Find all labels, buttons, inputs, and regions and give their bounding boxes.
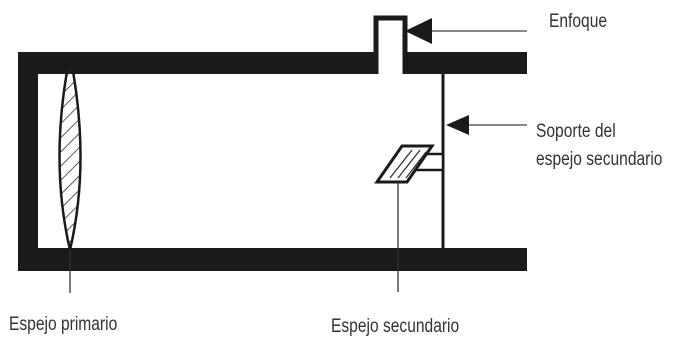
- focuser-arrowhead: [405, 18, 432, 44]
- tube-bottom-wall: [18, 248, 527, 271]
- secondary-mirror-hatch-3: [405, 151, 427, 179]
- focuser-tube: [373, 15, 408, 74]
- label-espejo-secundario: Espejo secundario: [331, 316, 460, 337]
- primary-mirror-hatch: [59, 55, 81, 250]
- support-arrowhead: [446, 115, 469, 135]
- label-espejo-primario: Espejo primario: [9, 314, 118, 335]
- label-enfoque: Enfoque: [549, 11, 608, 32]
- tube-top-wall-right: [407, 52, 527, 74]
- tube-end-wall: [18, 52, 38, 271]
- label-soporte-line2: espejo secundario: [536, 149, 663, 170]
- label-soporte-line1: Soporte del: [536, 121, 616, 142]
- secondary-mirror: [374, 144, 435, 184]
- secondary-mirror-hatch-1: [389, 149, 413, 179]
- tube-top-wall-left: [18, 52, 374, 74]
- secondary-mirror-hatch-2: [397, 149, 421, 179]
